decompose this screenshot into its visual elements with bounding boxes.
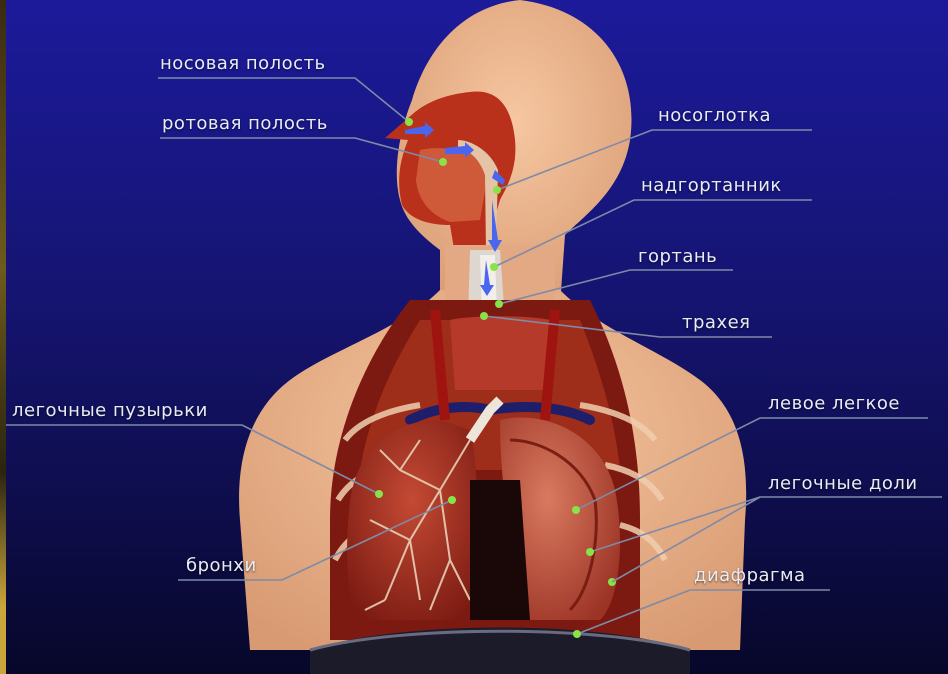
- label-bronchi: бронхи: [186, 555, 257, 576]
- label-nasopharynx: носоглотка: [658, 105, 771, 126]
- label-diaphragm: диафрагма: [694, 565, 806, 586]
- label-nasal-cavity: носовая полость: [160, 53, 326, 74]
- label-alveoli: легочные пузырьки: [12, 400, 208, 421]
- label-left-lung: левое легкое: [768, 393, 900, 414]
- label-epiglottis: надгортанник: [641, 175, 782, 196]
- label-lung-lobes: легочные доли: [768, 473, 918, 494]
- label-oral-cavity: ротовая полость: [162, 113, 328, 134]
- label-larynx: гортань: [638, 246, 717, 267]
- label-trachea: трахея: [682, 312, 751, 333]
